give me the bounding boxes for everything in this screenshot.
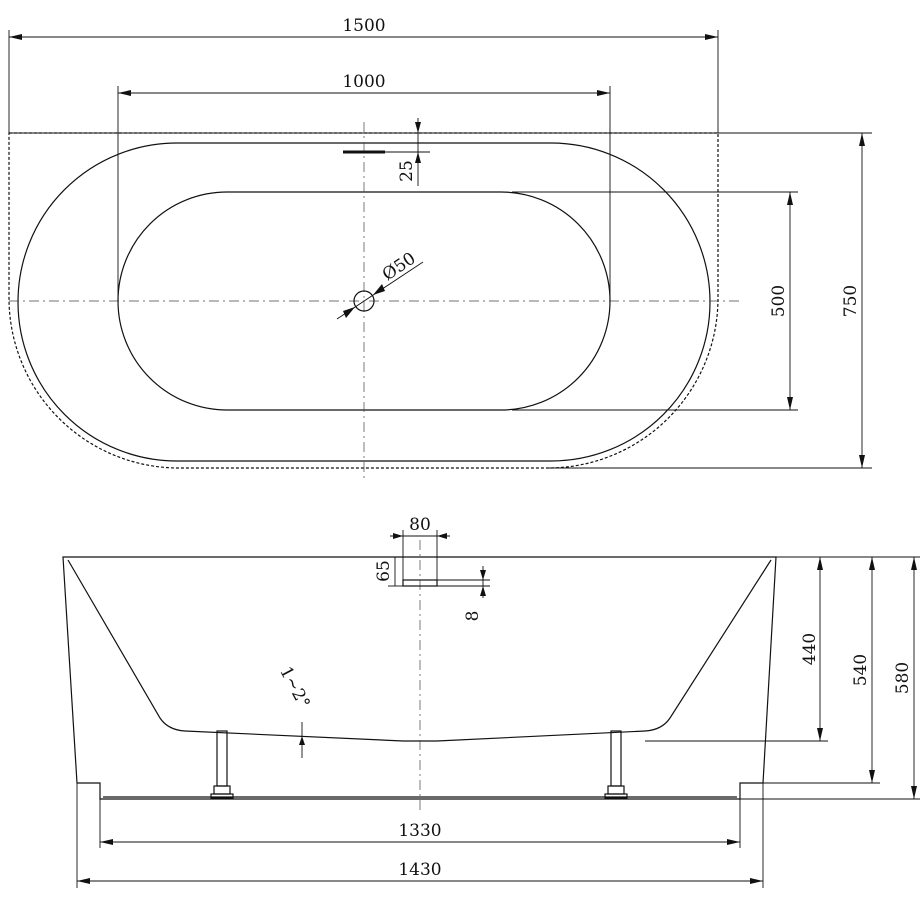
dim-1500-arrow-left <box>9 34 22 40</box>
dim-440-arrow-top <box>817 557 823 570</box>
label-1000: 1000 <box>342 72 385 92</box>
dim-750-arrow-top <box>859 133 865 146</box>
dim-750-arrow-bottom <box>859 455 865 468</box>
label-8: 8 <box>463 611 483 622</box>
dim-1330-arrow-right <box>727 839 740 845</box>
top-view: 1500 1000 25 Ø50 500 750 <box>8 16 872 478</box>
label-slope: 1~2° <box>275 663 313 712</box>
top-outer-outline <box>8 132 719 469</box>
dim-80-arrow-left <box>393 533 403 539</box>
dim-1500-arrow-right <box>705 34 718 40</box>
dim-8-arrow-bottom <box>480 586 486 596</box>
dim-1000-arrow-right <box>597 90 610 96</box>
label-drain-diameter: Ø50 <box>379 249 420 285</box>
dim-540-arrow-top <box>869 557 875 570</box>
side-view: 80 65 8 1~2° 440 540 580 1330 1430 <box>62 515 920 888</box>
drain-arrow-a <box>343 307 355 318</box>
label-25: 25 <box>397 160 417 182</box>
dim-1000-arrow-left <box>118 90 131 96</box>
dim-slope-arrow <box>299 736 305 745</box>
dim-1430-arrow-right <box>750 878 763 884</box>
label-1330: 1330 <box>398 821 441 841</box>
label-500: 500 <box>769 285 789 317</box>
leg-right <box>604 730 628 799</box>
dim-500-arrow-top <box>787 192 793 205</box>
label-750: 750 <box>841 285 861 317</box>
dim-1430-arrow-left <box>77 878 90 884</box>
leg-left <box>210 730 234 799</box>
drain-icon <box>353 290 375 312</box>
dim-500-arrow-bottom <box>787 397 793 410</box>
dim-540-arrow-bottom <box>869 770 875 783</box>
label-440: 440 <box>800 633 820 665</box>
dim-80-arrow-right <box>437 533 447 539</box>
dim-580-arrow-bottom <box>911 786 917 799</box>
dim-25-arrow-top <box>415 122 421 133</box>
dim-8-arrow-top <box>480 570 486 580</box>
dim-1330-arrow-left <box>100 839 113 845</box>
label-1500: 1500 <box>342 16 385 36</box>
label-1430: 1430 <box>398 860 441 880</box>
side-overflow <box>402 579 438 587</box>
dim-580-arrow-top <box>911 557 917 570</box>
label-540: 540 <box>851 654 871 686</box>
label-80: 80 <box>409 515 431 535</box>
side-inner-basin <box>67 559 772 742</box>
drain-arrow-b <box>373 284 385 295</box>
dim-25-arrow-bottom <box>415 152 421 163</box>
side-outer-shell <box>62 556 777 800</box>
dim-440-arrow-bottom <box>817 728 823 741</box>
label-580: 580 <box>893 662 913 694</box>
label-65: 65 <box>374 560 394 582</box>
